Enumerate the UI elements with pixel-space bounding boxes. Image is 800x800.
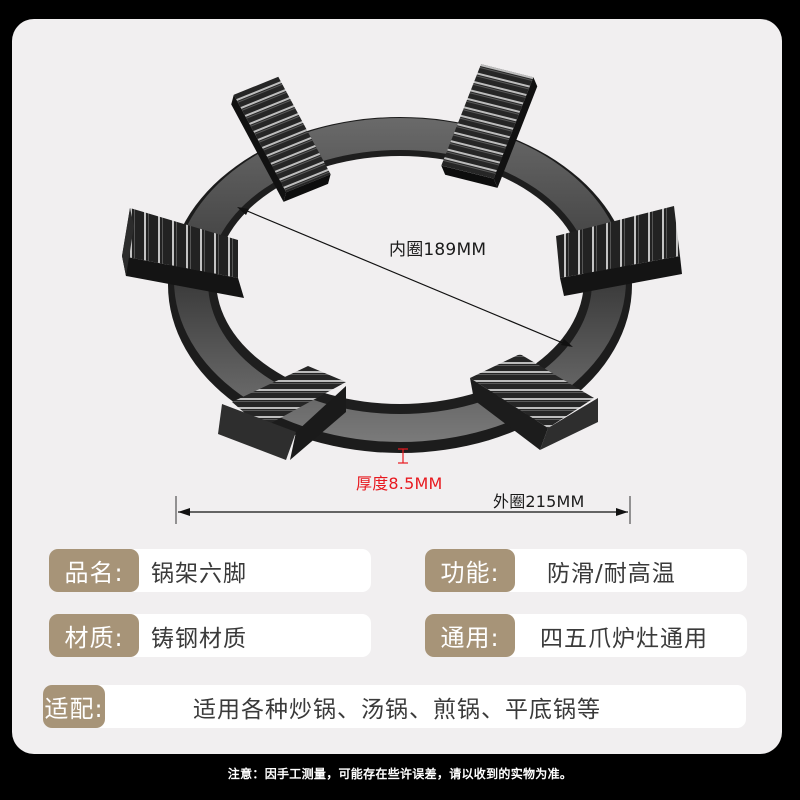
- spec-value-function: 防滑/耐高温: [547, 560, 676, 587]
- spec-row-name: 品名: 锅架六脚: [49, 549, 371, 592]
- spec-value-name: 锅架六脚: [151, 560, 247, 587]
- pot-stand-ring-icon: [122, 64, 682, 524]
- inner-diameter-label: 内圈189MM: [389, 240, 487, 260]
- outer-diameter-label: 外圈215MM: [493, 492, 585, 511]
- measurement-disclaimer: 注意：因手工测量，可能存在些许误差，请以收到的实物为准。: [227, 767, 573, 781]
- spec-value-material: 铸钢材质: [151, 625, 247, 652]
- spec-label-fit: 适配:: [43, 685, 105, 728]
- spec-label-universal: 通用:: [425, 614, 515, 657]
- spec-label-function: 功能:: [425, 549, 515, 592]
- spec-value-fit: 适用各种炒锅、汤锅、煎锅、平底锅等: [193, 696, 601, 723]
- spec-row-material: 材质: 铸钢材质: [49, 614, 371, 657]
- spec-row-universal: 通用: 四五爪炉灶通用: [425, 614, 747, 657]
- spec-label-name: 品名:: [49, 549, 139, 592]
- spec-value-universal: 四五爪炉灶通用: [540, 625, 708, 652]
- thickness-label: 厚度8.5MM: [356, 474, 443, 493]
- spec-label-material: 材质:: [49, 614, 139, 657]
- spec-row-function: 功能: 防滑/耐高温: [425, 549, 747, 592]
- spec-row-fit: 适配: 适用各种炒锅、汤锅、煎锅、平底锅等: [43, 685, 746, 728]
